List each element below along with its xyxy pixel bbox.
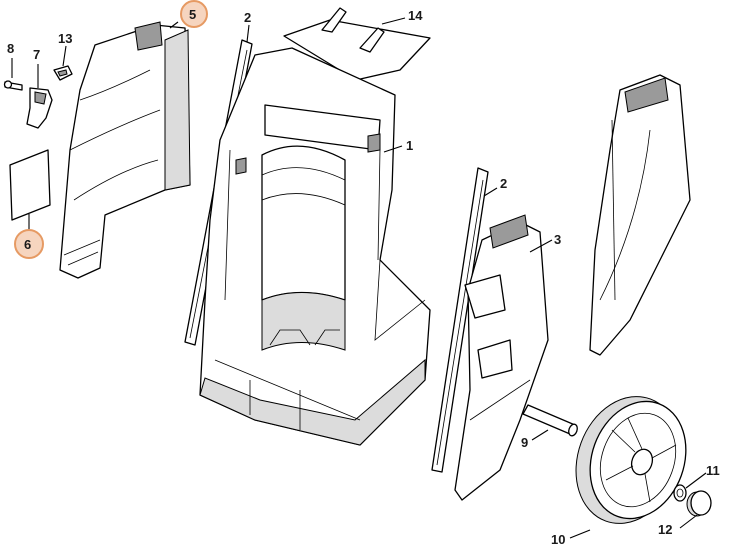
part-6-label-sticker — [9, 149, 51, 221]
callout-5-highlight — [180, 0, 208, 28]
part-9-axle — [522, 404, 578, 437]
callout-6-highlight — [14, 229, 44, 259]
part-7-latch — [26, 87, 53, 129]
part-13-clip — [53, 65, 73, 81]
part-5-left-housing-panel — [59, 21, 191, 279]
part-2-strip-right — [431, 167, 489, 473]
callout-12: 12 — [658, 522, 672, 537]
callout-6: 6 — [24, 237, 31, 252]
callout-10: 10 — [551, 532, 565, 547]
leader-lines — [11, 17, 707, 539]
callout-3: 3 — [554, 232, 561, 247]
callout-1: 1 — [406, 138, 413, 153]
part-8-screw — [3, 80, 23, 91]
callout-9: 9 — [521, 435, 528, 450]
callout-7: 7 — [33, 47, 40, 62]
callout-14: 14 — [408, 8, 423, 23]
part-1-main-housing — [199, 47, 431, 446]
callout-2-right: 2 — [500, 176, 507, 191]
callout-5: 5 — [189, 7, 196, 22]
callout-8: 8 — [7, 41, 14, 56]
part-12-hubcap — [686, 490, 712, 517]
part-10-wheel — [575, 396, 687, 524]
callout-11: 11 — [706, 463, 720, 478]
right-wheel-cover — [589, 74, 691, 356]
part-3-right-housing-panel — [454, 214, 549, 501]
part-11-washer — [673, 484, 687, 502]
callout-2-left: 2 — [244, 10, 251, 25]
callout-numbers: 8 7 13 5 6 2 14 1 2 3 9 10 11 12 — [7, 0, 720, 547]
callout-13: 13 — [58, 31, 72, 46]
